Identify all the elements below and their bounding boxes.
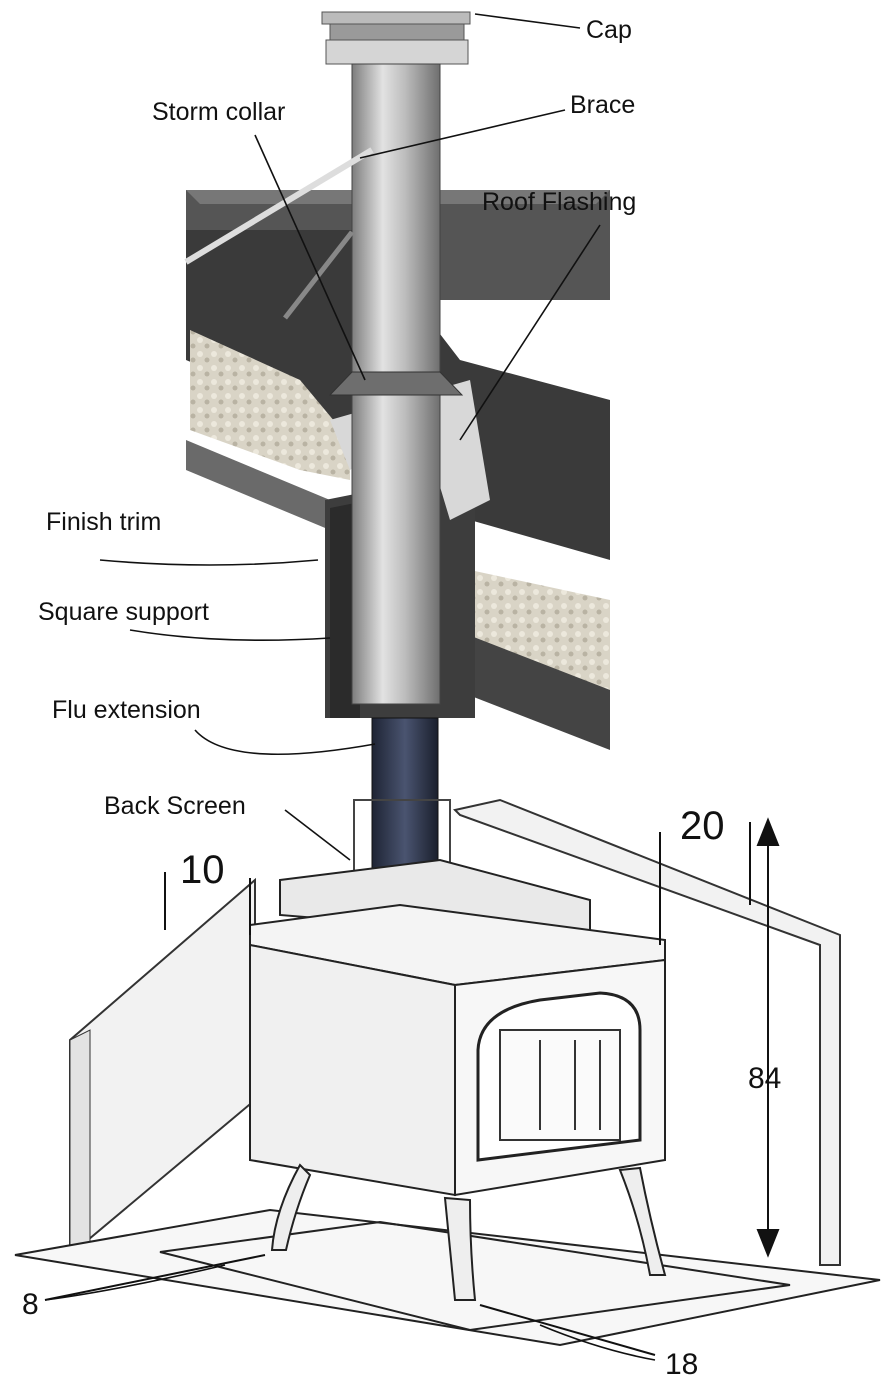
finish-trim-leader xyxy=(99,559,319,566)
label-square-support: Square support xyxy=(38,598,209,626)
height-arrow-top xyxy=(756,817,780,846)
hearth xyxy=(14,1208,881,1347)
storm-collar xyxy=(328,371,464,396)
chimney-cap-band xyxy=(329,23,465,41)
side-hearth-line xyxy=(44,1254,266,1301)
label-brace: Brace xyxy=(570,91,636,119)
callout-leaders xyxy=(44,13,656,1361)
flu-extension-leader xyxy=(194,729,376,755)
label-roof-flashing: Roof Flashing xyxy=(482,188,637,216)
eight-leader xyxy=(44,1264,226,1301)
stove-leg-right xyxy=(618,1166,667,1276)
roof-insulation-left xyxy=(190,330,350,480)
dimension-front-hearth: 18 xyxy=(665,1348,699,1381)
label-cap: Cap xyxy=(586,16,632,44)
label-back-screen: Back Screen xyxy=(104,792,246,820)
front-hearth-line xyxy=(479,1304,656,1356)
hearth-inner xyxy=(159,1220,791,1332)
cap-leader xyxy=(474,13,581,29)
chimney-cap-top xyxy=(321,11,471,25)
back-screen-leader xyxy=(284,809,351,861)
walls xyxy=(69,798,841,1266)
stove-side xyxy=(249,943,456,1197)
stove xyxy=(249,858,667,1301)
label-flu-extension: Flu extension xyxy=(52,696,201,724)
label-finish-trim: Finish trim xyxy=(46,508,162,536)
left-wall xyxy=(69,877,256,1258)
eighteen-leader xyxy=(539,1324,656,1361)
ceiling-joist xyxy=(186,440,330,530)
dimension-lines xyxy=(44,817,780,1356)
dimension-front-hearth-side: 8 xyxy=(22,1288,39,1321)
roof-flashing-leader xyxy=(459,224,601,441)
stove-glass xyxy=(499,1029,621,1141)
brace-leader xyxy=(359,109,566,159)
left-wall-edge xyxy=(69,1029,91,1256)
ceiling-insulation-right xyxy=(470,570,610,700)
label-storm-collar: Storm collar xyxy=(152,98,286,126)
dimension-side-clearance: 10 xyxy=(180,848,225,892)
height-arrow-bottom xyxy=(756,1229,780,1258)
dimension-height: 84 xyxy=(748,1062,782,1095)
storm-collar-leader xyxy=(254,134,366,381)
chimney xyxy=(184,11,471,887)
brace-strut-1 xyxy=(184,147,374,265)
stove-leg-left xyxy=(270,1163,312,1251)
square-support-leader xyxy=(129,629,331,642)
back-wall-top xyxy=(453,798,841,1266)
dimension-rear-clearance: 20 xyxy=(680,804,725,848)
stove-leg-front xyxy=(443,1196,477,1301)
floor-pad xyxy=(14,1208,881,1347)
chimney-cap-band-2 xyxy=(325,39,469,65)
